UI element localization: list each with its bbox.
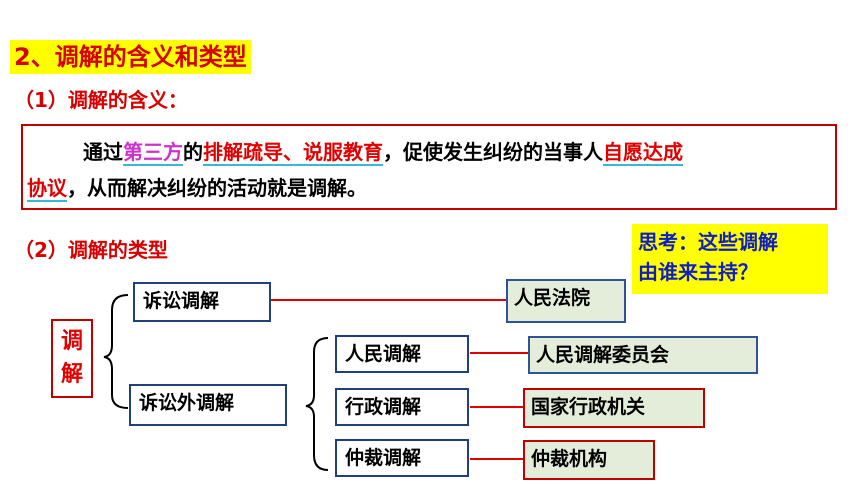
root-brace <box>103 294 129 409</box>
page-title: 2、调解的含义和类型 <box>10 40 251 74</box>
def-text-3: ，促使发生纠纷的当事人 <box>383 140 603 164</box>
meaning-heading: （1）调解的含义： <box>14 88 188 112</box>
definition-line-2: 协议，从而解决纠纷的活动就是调解。 <box>27 170 831 206</box>
root-node: 调 解 <box>51 319 93 398</box>
leaf-people-court: 人民法院 <box>506 279 626 323</box>
think-box: 思考：这些调解 由谁来主持？ <box>632 224 828 294</box>
think-line-1: 思考：这些调解 <box>638 230 778 254</box>
node-non-litigation: 诉讼外调解 <box>129 384 287 426</box>
def-keyword-voluntary: 自愿达成 <box>603 140 683 166</box>
def-text-1: 通过 <box>83 140 123 164</box>
def-text-2: 的 <box>183 140 203 164</box>
def-keyword-third-party: 第三方 <box>123 140 183 166</box>
types-heading: （2）调解的类型 <box>14 238 168 262</box>
node-litigation: 诉讼调解 <box>133 282 271 322</box>
node-arbitration-mediation: 仲裁调解 <box>335 439 469 477</box>
leaf-arbitration-institution: 仲裁机构 <box>523 440 655 480</box>
node-admin-mediation: 行政调解 <box>335 388 469 426</box>
root-label-1: 调 <box>60 329 83 354</box>
def-keyword-agreement: 协议 <box>27 176 67 202</box>
leaf-state-admin-organ: 国家行政机关 <box>523 388 705 428</box>
definition-box: 通过第三方的排解疏导、说服教育，促使发生纠纷的当事人自愿达成 协议，从而解决纠纷… <box>21 124 837 210</box>
leaf-people-mediation-committee: 人民调解委员会 <box>528 336 758 374</box>
def-text-4: ，从而解决纠纷的活动就是调解。 <box>67 176 367 200</box>
def-keyword-persuasion: 排解疏导、说服教育 <box>203 140 383 166</box>
sub-brace <box>305 337 329 471</box>
definition-line-1: 通过第三方的排解疏导、说服教育，促使发生纠纷的当事人自愿达成 <box>27 134 831 170</box>
think-line-2: 由谁来主持？ <box>638 260 758 284</box>
root-label-2: 解 <box>60 362 83 387</box>
node-people-mediation: 人民调解 <box>335 335 469 373</box>
